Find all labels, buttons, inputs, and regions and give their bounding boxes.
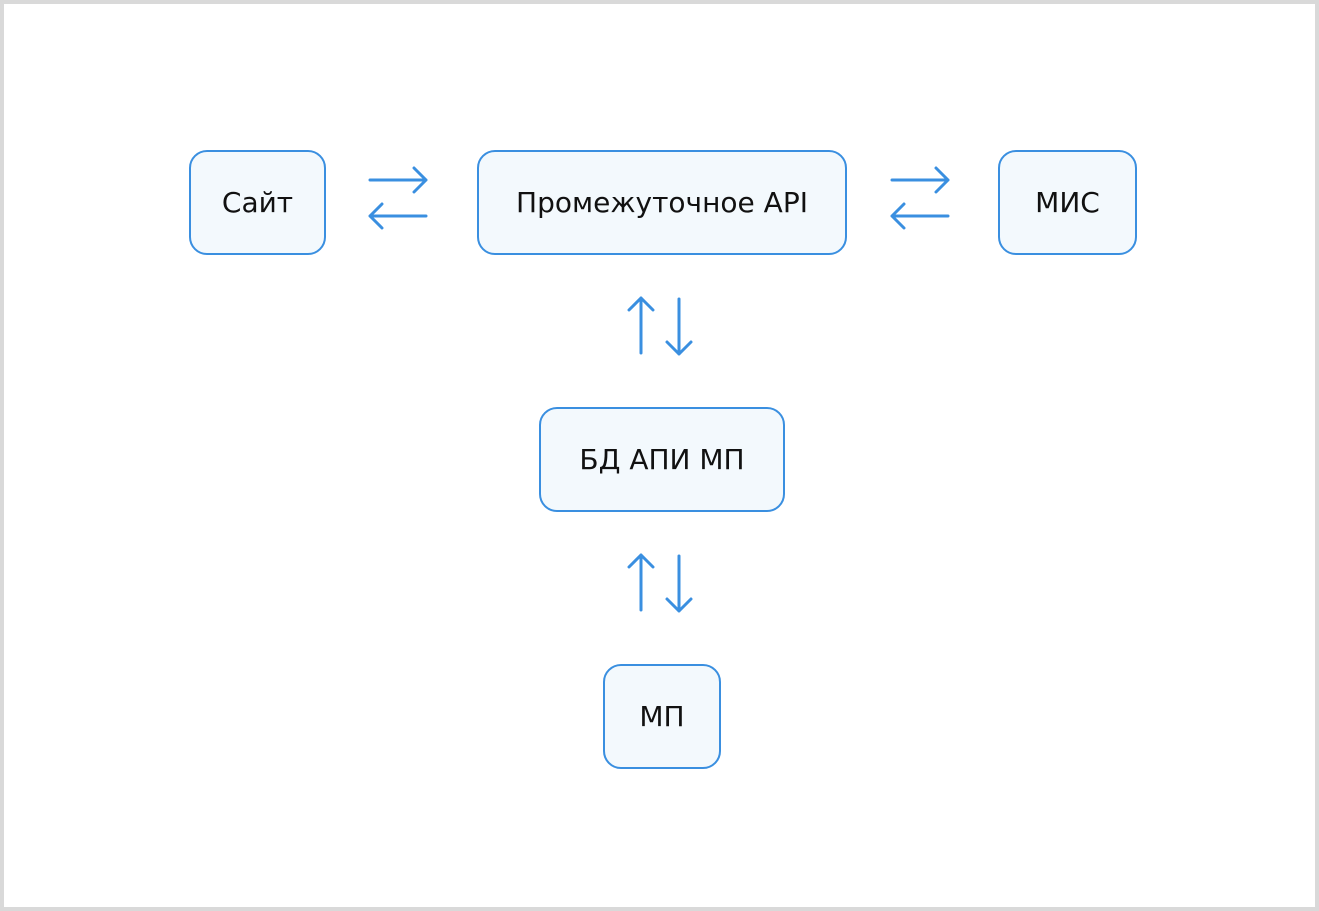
- node-db-api-mp-label: БД АПИ МП: [579, 443, 745, 476]
- node-site: Сайт: [189, 150, 326, 255]
- node-mis-label: МИС: [1035, 186, 1100, 219]
- node-intermediate-api-label: Промежуточное API: [516, 186, 808, 219]
- node-mp: МП: [603, 664, 721, 769]
- node-db-api-mp: БД АПИ МП: [539, 407, 785, 512]
- node-mp-label: МП: [639, 700, 685, 733]
- node-intermediate-api: Промежуточное API: [477, 150, 847, 255]
- node-mis: МИС: [998, 150, 1137, 255]
- node-site-label: Сайт: [221, 186, 294, 219]
